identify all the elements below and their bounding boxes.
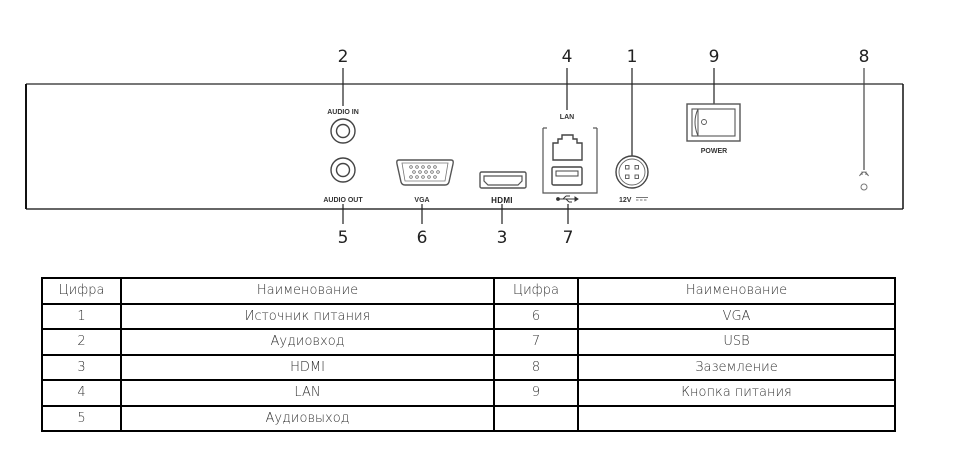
hdmi-port: HDMI [479, 171, 527, 205]
rear-panel-diagram: 2 4 1 9 8 5 6 3 7 AUDIO IN [25, 47, 904, 248]
audio-out-port: AUDIO OUT [323, 157, 363, 204]
vga-connector-icon [396, 159, 454, 186]
audio-in-label: AUDIO IN [327, 109, 359, 116]
power-supply-port: 12V [615, 155, 649, 204]
cell-number: 6 [493, 302, 579, 330]
vga-port: VGA [396, 159, 454, 204]
header-name: Наименование [120, 277, 495, 305]
cell-name [577, 404, 896, 432]
device-rear-panel [25, 83, 904, 210]
cell-number [493, 404, 579, 432]
audio-out-label: AUDIO OUT [323, 197, 363, 204]
table-row: 5 Аудиовыход [41, 404, 896, 432]
power-button-label: POWER [701, 148, 727, 155]
cell-name: USB [577, 328, 896, 356]
hdmi-connector-icon [479, 171, 527, 189]
callout-number: 2 [338, 47, 349, 67]
lan-label: LAN [560, 114, 574, 121]
header-number: Цифра [41, 277, 122, 305]
rocker-switch-icon [686, 103, 741, 142]
callout-number: 7 [563, 228, 574, 248]
callout-number: 4 [562, 47, 573, 67]
cell-name: Источник питания [120, 302, 495, 330]
audio-jack-icon [330, 118, 356, 144]
cell-number: 7 [493, 328, 579, 356]
cell-name: Аудиовыход [120, 404, 495, 432]
rj45-icon [552, 134, 583, 161]
dc-voltage-icon [636, 197, 648, 201]
power-button: POWER [686, 103, 741, 155]
table-row: 4 LAN 9 Кнопка питания [41, 379, 896, 407]
cell-number: 5 [41, 404, 122, 432]
callout-number: 3 [497, 228, 508, 248]
callout-ground: 8 [859, 47, 870, 170]
callout-audio-out: 5 [338, 204, 349, 248]
callout-number: 6 [417, 228, 428, 248]
cell-name: HDMI [120, 353, 495, 381]
hdmi-logo: HDMI [491, 196, 513, 205]
callout-vga: 6 [417, 204, 428, 248]
cell-name: VGA [577, 302, 896, 330]
cell-number: 9 [493, 379, 579, 407]
header-number: Цифра [493, 277, 579, 305]
callout-usb: 7 [563, 204, 574, 248]
callout-lan: 4 [562, 47, 573, 110]
audio-jack-icon [330, 157, 356, 183]
callout-number: 1 [627, 47, 638, 67]
callout-power-supply: 1 [627, 47, 638, 156]
vga-label: VGA [414, 197, 429, 204]
power-in-label: 12V [619, 197, 632, 204]
table-row: 2 Аудиовход 7 USB [41, 328, 896, 356]
cell-name: Аудиовход [120, 328, 495, 356]
header-name: Наименование [577, 277, 896, 305]
connector-table: Цифра Наименование Цифра Наименование 1 … [41, 277, 896, 432]
ground-icon [859, 171, 869, 177]
ground-terminal [859, 171, 869, 191]
lan-port: LAN [542, 114, 598, 194]
callout-hdmi: 3 [497, 204, 508, 248]
cell-number: 3 [41, 353, 122, 381]
callout-number: 5 [338, 228, 349, 248]
table-row: 3 HDMI 8 Заземление [41, 353, 896, 381]
usb-connector-icon [551, 166, 583, 186]
audio-in-port: AUDIO IN [327, 109, 359, 144]
cell-number: 2 [41, 328, 122, 356]
dc-connector-icon [615, 155, 649, 189]
ground-screw-icon [860, 183, 868, 191]
cell-name: LAN [120, 379, 495, 407]
cell-name: Заземление [577, 353, 896, 381]
table-row: 1 Источник питания 6 VGA [41, 302, 896, 330]
usb-port [551, 166, 583, 203]
callout-power-button: 9 [709, 47, 720, 104]
usb-icon [556, 195, 579, 203]
cell-number: 4 [41, 379, 122, 407]
callout-audio-in: 2 [338, 47, 349, 106]
table-header-row: Цифра Наименование Цифра Наименование [41, 277, 896, 305]
cell-name: Кнопка питания [577, 379, 896, 407]
callout-number: 9 [709, 47, 720, 67]
cell-number: 8 [493, 353, 579, 381]
cell-number: 1 [41, 302, 122, 330]
callout-number: 8 [859, 47, 870, 67]
